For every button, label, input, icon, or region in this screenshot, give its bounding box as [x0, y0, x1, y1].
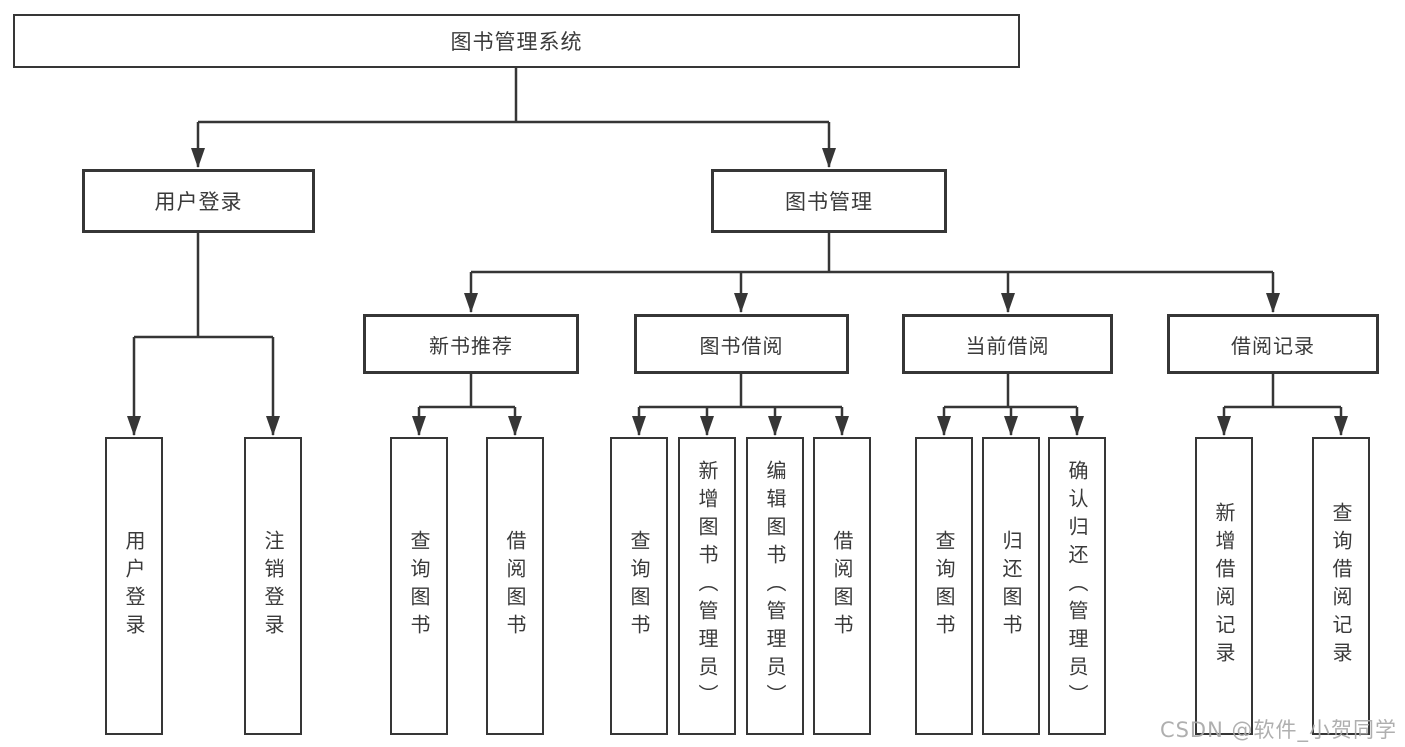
node-label: 当前借阅 — [965, 333, 1050, 358]
node-borrow-records: 借阅记录 — [1167, 314, 1379, 374]
node-book-management: 图书管理 — [711, 169, 947, 233]
leaf-query-books-current: 查询图书 — [915, 437, 973, 735]
leaf-label: 借阅图书 — [503, 530, 527, 642]
node-new-book-recommend: 新书推荐 — [363, 314, 579, 374]
node-current-borrowing: 当前借阅 — [902, 314, 1113, 374]
leaf-label: 用户登录 — [122, 530, 146, 642]
node-label: 用户登录 — [154, 190, 243, 214]
leaf-label: 查询图书 — [932, 530, 956, 642]
leaf-edit-books-admin: 编辑图书（管理员） — [746, 437, 804, 735]
leaf-return-books: 归还图书 — [982, 437, 1040, 735]
leaf-add-books-admin: 新增图书（管理员） — [678, 437, 736, 735]
leaf-user-login: 用户登录 — [105, 437, 163, 735]
leaf-label: 归还图书 — [999, 530, 1023, 642]
leaf-label: 新增图书（管理员） — [695, 460, 719, 712]
leaf-query-borrow-record: 查询借阅记录 — [1312, 437, 1370, 735]
leaf-confirm-return-admin: 确认归还（管理员） — [1048, 437, 1106, 735]
leaf-borrow-books: 借阅图书 — [813, 437, 871, 735]
leaf-label: 新增借阅记录 — [1212, 502, 1236, 670]
leaf-label: 查询图书 — [407, 530, 431, 642]
leaf-label: 注销登录 — [261, 530, 285, 642]
leaf-label: 编辑图书（管理员） — [763, 460, 787, 712]
node-user-login: 用户登录 — [82, 169, 315, 233]
node-label: 借阅记录 — [1231, 333, 1315, 358]
node-label: 图书管理 — [785, 190, 873, 214]
node-label: 新书推荐 — [429, 333, 513, 358]
node-library-system: 图书管理系统 — [13, 14, 1020, 68]
leaf-logout: 注销登录 — [244, 437, 302, 735]
leaf-query-books-recommend: 查询图书 — [390, 437, 448, 735]
leaf-label: 查询借阅记录 — [1329, 502, 1353, 670]
leaf-label: 查询图书 — [627, 530, 651, 642]
leaf-add-borrow-record: 新增借阅记录 — [1195, 437, 1253, 735]
node-label: 图书借阅 — [699, 333, 784, 358]
node-book-borrowing: 图书借阅 — [634, 314, 849, 374]
csdn-watermark: CSDN @软件_小贺同学 — [1159, 718, 1397, 742]
leaf-borrow-books-recommend: 借阅图书 — [486, 437, 544, 735]
leaf-label: 确认归还（管理员） — [1065, 460, 1089, 712]
node-label: 图书管理系统 — [450, 30, 583, 54]
leaf-label: 借阅图书 — [830, 530, 854, 642]
leaf-query-books-borrowing: 查询图书 — [610, 437, 668, 735]
